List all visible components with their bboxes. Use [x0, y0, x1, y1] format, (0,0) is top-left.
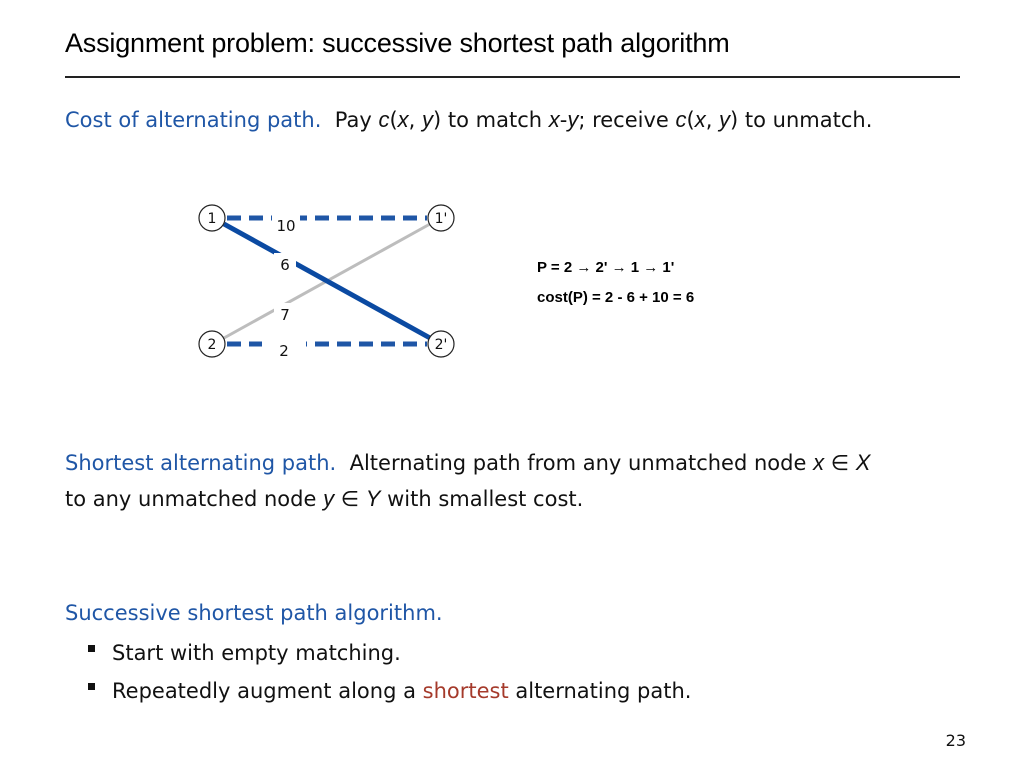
node-2prime-label: 2'	[435, 337, 448, 353]
label-bg-10	[272, 211, 300, 235]
bullet-2-text-b: alternating path.	[508, 679, 692, 703]
shortest-Y: Y	[365, 486, 381, 511]
shortest-line-1: Shortest alternating path. Alternating p…	[65, 445, 870, 481]
cost-heading: Cost of alternating path.	[65, 108, 322, 132]
bullet-1-text: Start with empty matching.	[112, 641, 401, 665]
shortest-in-1: ∈	[824, 451, 856, 475]
algorithm-heading: Successive shortest path algorithm.	[65, 601, 443, 625]
cost-x-2: x	[548, 107, 560, 132]
cost-x-1: x	[397, 107, 409, 132]
cost-c-1: c	[378, 107, 390, 132]
edge-cost-2: 2	[279, 342, 289, 360]
cost-x-3: x	[694, 107, 706, 132]
node-2-label: 2	[208, 337, 217, 353]
node-2	[198, 330, 226, 358]
cost-y-1: y	[422, 107, 434, 132]
edge-cost-10: 10	[276, 217, 295, 235]
label-bg-2	[262, 334, 306, 364]
cost-text-3: ,	[408, 108, 423, 132]
shortest-text-1: Alternating path from any unmatched node	[349, 451, 814, 475]
cost-text-5: -	[559, 108, 568, 132]
algorithm-bullets: Start with empty matching. Repeatedly au…	[88, 634, 691, 710]
cost-text-4: ) to match	[433, 108, 549, 132]
bullet-2-text: Repeatedly augment along a shortest alte…	[112, 672, 691, 710]
shortest-heading: Shortest alternating path.	[65, 451, 337, 475]
node-1-label: 1	[208, 211, 217, 227]
cost-text-1: Pay	[334, 108, 379, 132]
path-formula: P = 2 → 2' → 1 → 1'	[537, 259, 675, 276]
node-1prime-label: 1'	[435, 211, 448, 227]
cost-text-9: ) to unmatch.	[730, 108, 873, 132]
cost-formula: cost(P) = 2 - 6 + 10 = 6	[537, 289, 695, 306]
bullet-square-icon	[88, 682, 95, 690]
bullet-item-2: Repeatedly augment along a shortest alte…	[88, 672, 691, 710]
slide-title: Assignment problem: successive shortest …	[65, 28, 730, 58]
cost-c-2: c	[675, 107, 687, 132]
cost-text-7: (	[686, 108, 695, 132]
shortest-in-2: ∈	[334, 487, 366, 511]
edge-cost-6: 6	[280, 256, 290, 274]
shortest-X: X	[855, 450, 871, 475]
edge-1-2prime	[222, 221, 432, 341]
label-bg-7	[274, 303, 296, 325]
node-1prime	[427, 204, 455, 232]
cost-y-2: y	[567, 107, 579, 132]
cost-text-6: ; receive	[578, 108, 676, 132]
shortest-paragraph: Shortest alternating path. Alternating p…	[65, 445, 870, 517]
shortest-line-2: to any unmatched node y ∈ Y with smalles…	[65, 481, 870, 517]
cost-paragraph: Cost of alternating path. Pay c(x, y) to…	[65, 102, 872, 138]
label-bg-6	[274, 253, 296, 275]
page-number: 23	[945, 731, 966, 750]
shortest-text-2: to any unmatched node	[65, 487, 324, 511]
shortest-y: y	[323, 486, 335, 511]
bullet-2-emphasis: shortest	[422, 679, 509, 703]
edge-cost-7: 7	[280, 306, 290, 324]
cost-text-2: (	[389, 108, 398, 132]
bullet-square-icon	[88, 644, 95, 652]
node-2prime	[427, 330, 455, 358]
shortest-text-3: with smallest cost.	[380, 487, 584, 511]
cost-y-3: y	[719, 107, 731, 132]
cost-text-8: ,	[705, 108, 720, 132]
bullet-item-1: Start with empty matching.	[88, 634, 691, 672]
title-divider	[65, 76, 960, 78]
node-1	[198, 204, 226, 232]
shortest-x: x	[813, 450, 825, 475]
bullet-2-text-a: Repeatedly augment along a	[112, 679, 423, 703]
